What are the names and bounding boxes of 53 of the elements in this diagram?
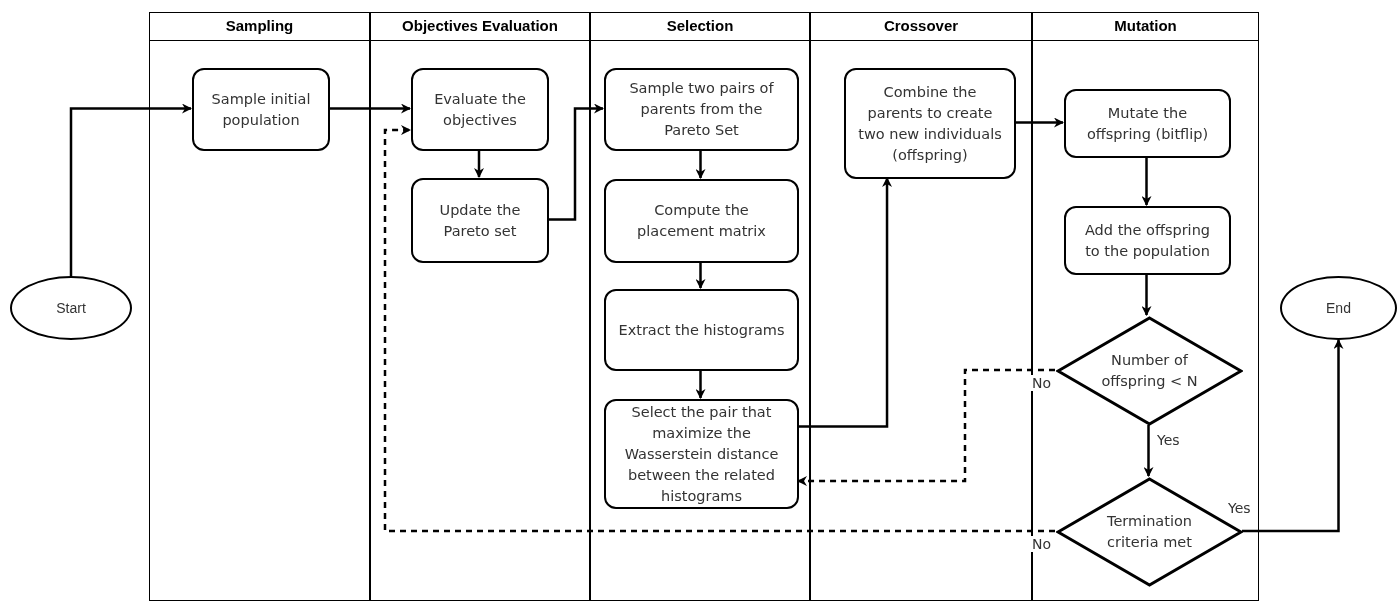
process-box bbox=[192, 68, 330, 151]
lane-heading: Selection bbox=[666, 16, 734, 37]
dashed-arrow bbox=[383, 125, 1055, 533]
node-label: Add the offspring to the population bbox=[1083, 220, 1212, 261]
node-label: Update the Pareto set bbox=[438, 200, 522, 241]
terminal-label: End bbox=[1326, 298, 1351, 318]
process-box bbox=[604, 289, 799, 371]
lane-heading: Mutation bbox=[1114, 16, 1177, 37]
swimlane bbox=[810, 12, 1032, 601]
edge-label: No bbox=[1031, 536, 1053, 552]
lane-heading: Crossover bbox=[883, 16, 959, 37]
node-label: Combine the parents to create two new individuals (offspring) bbox=[858, 82, 1002, 165]
arrow bbox=[474, 150, 484, 178]
node-label: Extract the histograms bbox=[618, 320, 785, 340]
arrow bbox=[1141, 274, 1152, 316]
node-label: Sample initial population bbox=[210, 89, 312, 130]
node-label: Compute the placement matrix bbox=[636, 201, 767, 241]
arrow bbox=[695, 150, 706, 179]
arrow bbox=[1141, 157, 1152, 206]
swimlane bbox=[1032, 12, 1259, 601]
arrow bbox=[695, 262, 706, 289]
node-label: Mutate the offspring (bitflip) bbox=[1085, 103, 1210, 144]
process-box bbox=[604, 399, 799, 509]
process-box bbox=[604, 179, 799, 263]
lane-heading: Sampling bbox=[225, 16, 294, 37]
edge-label: Yes bbox=[1227, 500, 1252, 516]
node-label: Termination criteria met bbox=[1106, 512, 1193, 552]
arrow bbox=[1015, 117, 1064, 128]
terminal-label: Start bbox=[56, 298, 86, 318]
arrow bbox=[69, 103, 192, 276]
arrow bbox=[1242, 339, 1344, 533]
swimlane bbox=[370, 12, 590, 601]
edge-label: No bbox=[1031, 375, 1053, 391]
swimlane bbox=[149, 12, 370, 601]
process-box bbox=[1064, 206, 1231, 275]
arrow bbox=[695, 370, 706, 399]
dashed-arrow bbox=[797, 368, 1055, 487]
edge-label: Yes bbox=[1156, 432, 1181, 448]
process-box bbox=[411, 178, 549, 263]
process-box bbox=[604, 68, 799, 151]
arrow bbox=[798, 177, 893, 428]
node-label: Select the pair that maximize the Wasserstein distance between the related histograms bbox=[623, 402, 780, 506]
arrow bbox=[1143, 425, 1154, 477]
process-box bbox=[411, 68, 549, 151]
process-box bbox=[1064, 89, 1231, 158]
node-label: Evaluate the objectives bbox=[433, 89, 527, 130]
node-label: Sample two pairs of parents from the Pareto Set bbox=[628, 79, 775, 140]
arrow bbox=[548, 103, 604, 221]
swimlane bbox=[590, 12, 810, 601]
node-label: Number of offspring < N bbox=[1100, 351, 1199, 391]
process-box bbox=[844, 68, 1016, 179]
arrow bbox=[329, 103, 411, 114]
lane-heading: Objectives Evaluation bbox=[402, 16, 558, 37]
